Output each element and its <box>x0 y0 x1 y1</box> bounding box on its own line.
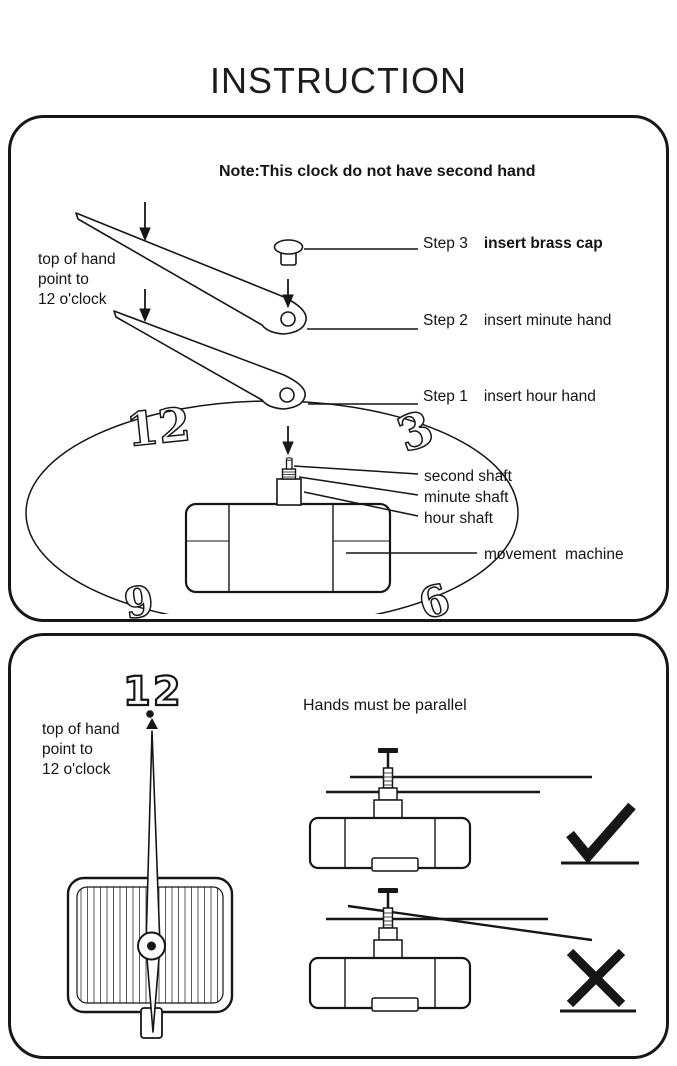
hand-position-note: top of hand point to 12 o'clock <box>38 250 116 310</box>
step-1: Step 1 insert hour hand <box>423 387 596 407</box>
parallel-note: Hands must be parallel <box>303 697 467 714</box>
hand-note2-line1: top of hand <box>42 721 120 738</box>
assembly-panel-border <box>8 115 669 622</box>
hour-shaft-label: hour shaft <box>424 510 493 527</box>
step-2-action: insert minute hand <box>483 312 612 329</box>
hand-note-line1: top of hand <box>38 251 116 268</box>
minute-shaft-label: minute shaft <box>424 489 509 506</box>
alignment-panel-border <box>8 633 669 1059</box>
step-1-action: insert hour hand <box>483 388 596 405</box>
movement-machine-label: movement machine <box>484 546 624 563</box>
note-text: Note:This clock do not have second hand <box>219 163 536 180</box>
step-3-label: Step 3 <box>423 235 468 252</box>
step-3-action: insert brass cap <box>483 235 603 252</box>
hand-note2-line2: point to <box>42 741 93 758</box>
hand-position-note-2: top of hand point to 12 o'clock <box>42 720 120 780</box>
second-shaft-label: second shaft <box>424 468 512 485</box>
hand-note-line3: 12 o'clock <box>38 291 107 308</box>
step-3: Step 3 insert brass cap <box>423 234 603 254</box>
step-1-label: Step 1 <box>423 388 468 405</box>
page-title: INSTRUCTION <box>210 60 467 101</box>
hand-note-line2: point to <box>38 271 89 288</box>
step-2-label: Step 2 <box>423 312 468 329</box>
step-2: Step 2 insert minute hand <box>423 311 611 331</box>
hand-note2-line3: 12 o'clock <box>42 761 111 778</box>
